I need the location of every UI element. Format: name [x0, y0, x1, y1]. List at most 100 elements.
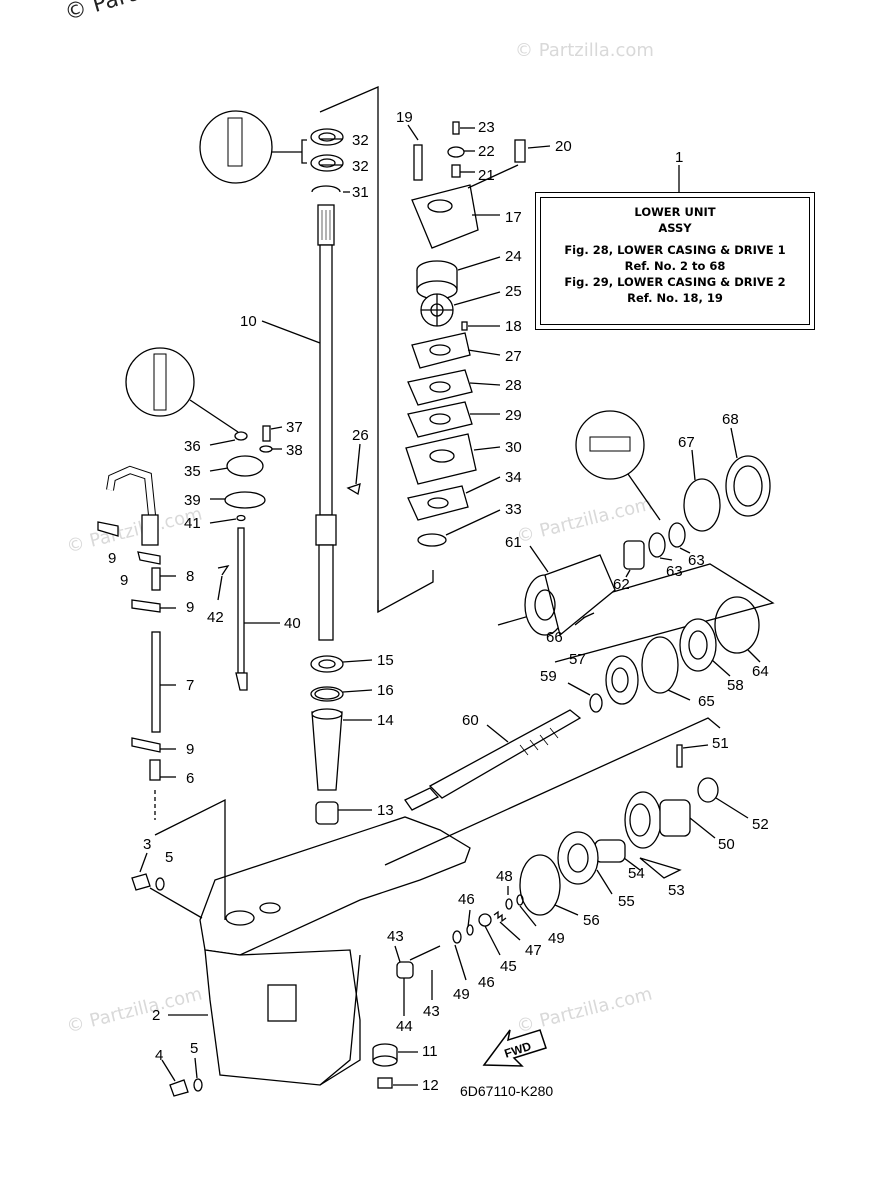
part-label: 19 [396, 109, 413, 126]
leader-line [679, 547, 691, 554]
bearing [557, 831, 599, 885]
clip [217, 565, 230, 576]
leader-line [469, 382, 501, 386]
o-ring [310, 686, 344, 702]
leader-line [209, 439, 236, 446]
leader-line [454, 944, 467, 981]
oil-seal [310, 655, 344, 673]
part-label: 49 [548, 930, 565, 947]
o-ring [224, 491, 266, 509]
part-label: 55 [618, 893, 635, 910]
leader-line [261, 320, 321, 344]
propeller-shaft-housing [524, 554, 616, 637]
key [461, 321, 468, 331]
part-label: 40 [284, 615, 301, 632]
screw [452, 121, 460, 135]
part-label: 67 [678, 434, 695, 451]
leader-line [499, 921, 521, 941]
leader-line [554, 904, 579, 916]
leader-line [596, 869, 613, 895]
part-label: 23 [478, 119, 495, 136]
part-label: 15 [377, 652, 394, 669]
part-label: 43 [387, 928, 404, 945]
clutch-spring [697, 777, 719, 803]
bracket [301, 139, 307, 164]
part-label: 32 [352, 132, 369, 149]
part-label: 27 [505, 348, 522, 365]
leader-line [453, 291, 501, 306]
dog-clutch [659, 799, 691, 837]
leader-line [747, 649, 761, 663]
part-label: 11 [422, 1043, 438, 1060]
part-labels: 1 2 3 4 5 5 6 7 8 9 9 9 9 10 11 12 13 14… [108, 109, 769, 1094]
part-label: 56 [583, 912, 600, 929]
leader-line [189, 399, 239, 433]
info-box-ref: Fig. 28, LOWER CASING & DRIVE 1 [564, 243, 786, 257]
leader-line [627, 473, 661, 521]
pinion-gear [372, 1043, 398, 1067]
part-label: 35 [184, 463, 201, 480]
leader-line [467, 909, 471, 928]
plunger [409, 945, 441, 961]
leader-line [467, 349, 501, 356]
forward-arrow: FWD [482, 1029, 547, 1067]
leader-line [715, 797, 749, 819]
part-label: 20 [555, 138, 572, 155]
bearing [594, 839, 626, 863]
part-label: 50 [718, 836, 735, 853]
screw [169, 1079, 189, 1097]
leader-line [457, 256, 501, 271]
grommet [149, 759, 161, 781]
hose-clamp [131, 599, 161, 613]
part-label: 65 [698, 693, 715, 710]
sleeve [311, 711, 343, 791]
washer [466, 924, 474, 936]
part-label: 33 [505, 501, 522, 518]
info-box-subtitle: ASSY [658, 221, 692, 235]
part-label: 13 [377, 802, 394, 819]
leader-line [355, 443, 361, 485]
info-box-ref: Ref. No. 2 to 68 [624, 259, 726, 273]
water-tube [151, 631, 161, 733]
o-ring [236, 514, 246, 522]
screw [131, 873, 151, 891]
leader-line [407, 124, 419, 141]
info-box-ref: Fig. 29, LOWER CASING & DRIVE 2 [564, 275, 786, 289]
part-label: 17 [505, 209, 522, 226]
part-label: 44 [396, 1018, 413, 1035]
part-label: 8 [186, 568, 194, 585]
leader-line [217, 575, 223, 601]
circlip [311, 185, 341, 193]
bracket [639, 857, 682, 879]
outer-plate [407, 369, 473, 406]
info-box: LOWER UNIT ASSY Fig. 28, LOWER CASING & … [540, 197, 810, 325]
part-label: 18 [505, 318, 522, 335]
part-label: 46 [458, 891, 475, 908]
leader-line [689, 817, 716, 839]
leader-line [465, 476, 501, 494]
leader-line [519, 905, 537, 927]
leader-line [730, 427, 738, 459]
shim [519, 854, 561, 916]
thrust-washer [589, 693, 603, 713]
washer [505, 898, 513, 910]
part-label: 37 [286, 419, 303, 436]
part-label: 10 [240, 313, 257, 330]
pump-housing [411, 184, 479, 249]
part-label: 42 [207, 609, 224, 626]
leader-line [473, 446, 501, 451]
o-ring [714, 596, 760, 654]
part-label: 46 [478, 974, 495, 991]
leader-line [659, 557, 673, 561]
leader-line [486, 724, 509, 743]
leader-line [623, 857, 641, 871]
bolt [514, 139, 526, 163]
part-label: 63 [666, 563, 683, 580]
watermark-faint: © Partzilla.com [515, 40, 654, 61]
part-label: 61 [505, 534, 522, 551]
shim [641, 636, 679, 694]
part-label: 26 [352, 427, 369, 444]
gasket [407, 485, 469, 521]
